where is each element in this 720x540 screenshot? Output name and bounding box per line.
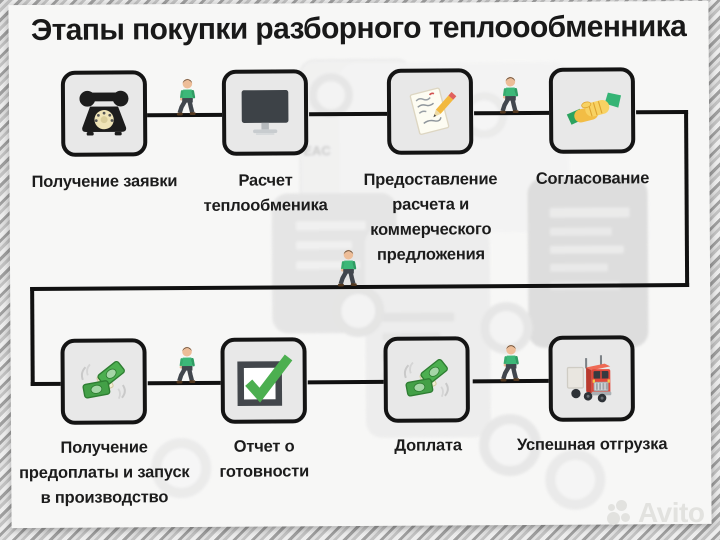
walking-person-icon <box>499 76 519 114</box>
truck-icon <box>566 355 612 403</box>
step-label-calculation: Расчет теплообменика <box>203 171 328 215</box>
walking-person-icon <box>176 346 196 384</box>
step-label-shipment: Успешная отгрузка <box>516 435 668 455</box>
money-stack-icon <box>80 360 126 400</box>
handshake-icon <box>566 92 622 125</box>
step-label-request: Получение заявки <box>31 172 178 192</box>
step-label-prepayment: Получение предоплаты и запуск в производ… <box>18 438 190 507</box>
poster: EAC Этапы покупки разборного теплоообмен… <box>8 0 712 529</box>
money-stack-icon <box>403 358 449 398</box>
step-label-proposal: Предоставление расчета и коммерческого п… <box>363 170 498 264</box>
step-box-surcharge <box>383 336 470 423</box>
connector-line <box>636 109 689 115</box>
step-box-readiness <box>220 337 307 424</box>
desktop-monitor-icon <box>241 90 289 136</box>
step-box-shipment <box>548 335 635 422</box>
avito-logo-icon <box>607 500 633 526</box>
step-label-readiness: Отчет о готовности <box>219 437 310 481</box>
diagram-title: Этапы покупки разборного теплоообменника <box>30 10 687 48</box>
walking-person-icon <box>337 249 357 287</box>
connector-line <box>30 286 35 387</box>
walking-person-icon <box>500 344 520 382</box>
checkbox-checked-icon <box>237 354 293 407</box>
walking-person-icon <box>176 78 196 116</box>
rotary-phone-icon <box>79 90 129 136</box>
connector-line <box>309 111 388 117</box>
step-box-proposal <box>386 68 474 155</box>
step-label-surcharge: Доплата <box>394 436 462 455</box>
connector-line <box>307 379 384 385</box>
step-box-request <box>60 70 148 157</box>
document-pencil-icon <box>409 87 457 135</box>
step-label-agreement: Согласование <box>535 169 650 188</box>
step-box-calculation <box>221 69 309 156</box>
avito-watermark: Avito <box>607 497 705 529</box>
step-box-agreement <box>548 67 636 154</box>
step-box-prepayment <box>60 338 147 425</box>
connector-line <box>30 381 61 387</box>
avito-watermark-text: Avito <box>638 497 705 528</box>
